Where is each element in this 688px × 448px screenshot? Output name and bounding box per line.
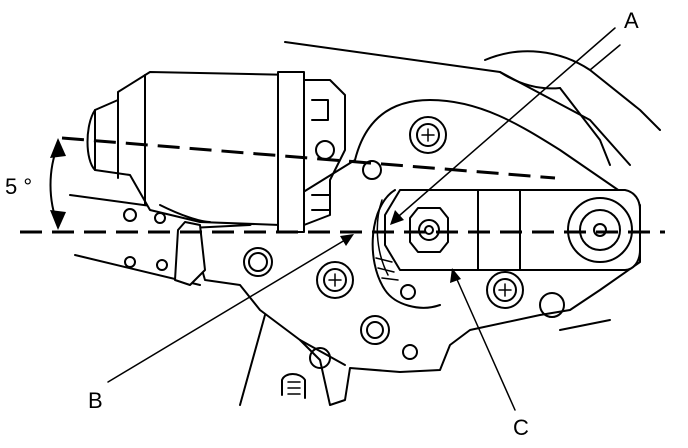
bolt-icon <box>409 116 447 154</box>
body-panel-outline <box>69 41 661 331</box>
leader-line-b <box>107 236 351 383</box>
angle-arrow-icon <box>49 138 66 230</box>
leader-line-c <box>454 274 516 411</box>
connector-icon <box>281 373 306 399</box>
angle-label: 5 ° <box>5 174 32 199</box>
reference-lines <box>20 136 665 234</box>
callout-label-c: C <box>513 415 529 440</box>
callout-label-b: B <box>88 388 103 413</box>
bolt-icon <box>316 261 354 299</box>
callout-label-a: A <box>624 8 639 33</box>
crank-arm <box>384 189 641 271</box>
pivot-disk <box>371 189 441 309</box>
bolt-icon <box>486 271 524 309</box>
motor-axis-line <box>61 136 556 180</box>
callout-leaders <box>107 27 616 411</box>
leader-line-a <box>391 27 616 223</box>
